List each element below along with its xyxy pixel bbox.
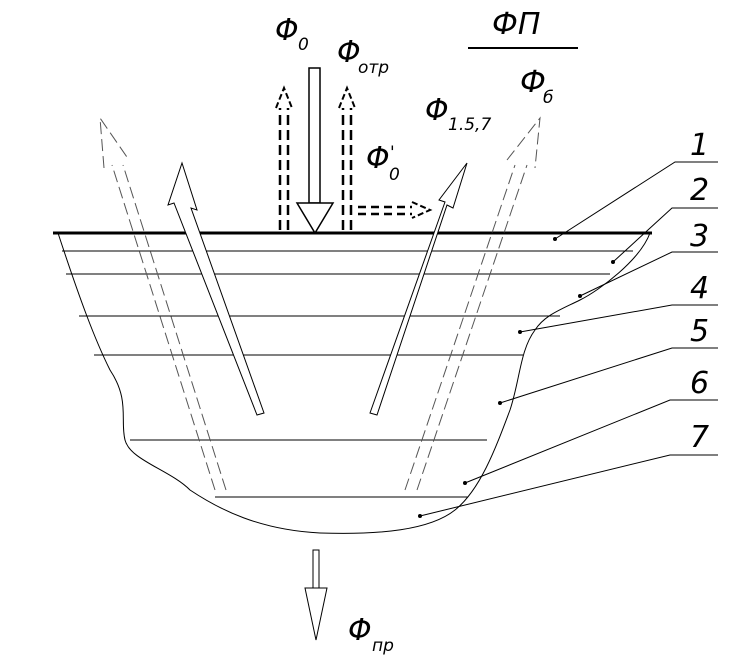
label-phi-otr: Φ отр <box>337 35 389 78</box>
reflected-flux-arrow-left <box>275 85 293 230</box>
transmitted-flux-arrow <box>304 549 328 641</box>
svg-text:0: 0 <box>389 165 400 185</box>
svg-text:1.5,7: 1.5,7 <box>448 115 491 135</box>
svg-text:0: 0 <box>298 35 309 55</box>
svg-text:пр: пр <box>372 636 394 656</box>
svg-text:отр: отр <box>358 58 389 78</box>
fraction-label: ФП Ф б <box>468 7 578 108</box>
emitted-flux-arrow-left <box>167 161 265 416</box>
svg-text:Φ: Φ <box>337 35 361 70</box>
leader-dots <box>418 237 615 518</box>
incident-flux-arrow <box>295 67 335 235</box>
backscatter-arrow-left <box>99 116 227 491</box>
layer-number-7: 7 <box>690 420 709 455</box>
layer-number-5: 5 <box>690 314 709 349</box>
layer-number-6: 6 <box>690 366 709 401</box>
scattered-flux-arrow <box>358 201 433 219</box>
fraction-denominator: Ф <box>520 65 546 100</box>
svg-text:Φ: Φ <box>425 93 449 128</box>
layer-leader-lines <box>419 161 718 517</box>
medium-outline <box>57 232 651 534</box>
label-phi-157: Φ 1.5,7 <box>425 93 491 135</box>
svg-text:': ' <box>390 143 395 163</box>
fraction-numerator: ФП <box>492 7 540 42</box>
layer-number-2: 2 <box>690 173 709 208</box>
reflected-flux-arrow-right <box>338 85 356 230</box>
layer-number-3: 3 <box>690 219 709 254</box>
svg-text:Φ: Φ <box>366 141 390 176</box>
svg-text:Φ: Φ <box>348 613 372 648</box>
label-phi0: Φ 0 <box>275 13 309 55</box>
label-phi-pr: Φ пр <box>348 613 394 656</box>
label-phi0-prime: Φ 0 ' <box>366 141 400 185</box>
layer-number-4: 4 <box>690 271 709 306</box>
backscatter-arrow-right <box>404 116 541 491</box>
layer-number-1: 1 <box>690 128 709 163</box>
svg-text:б: б <box>543 88 553 108</box>
emitted-flux-arrow-right <box>369 162 468 416</box>
svg-text:Φ: Φ <box>275 13 299 48</box>
